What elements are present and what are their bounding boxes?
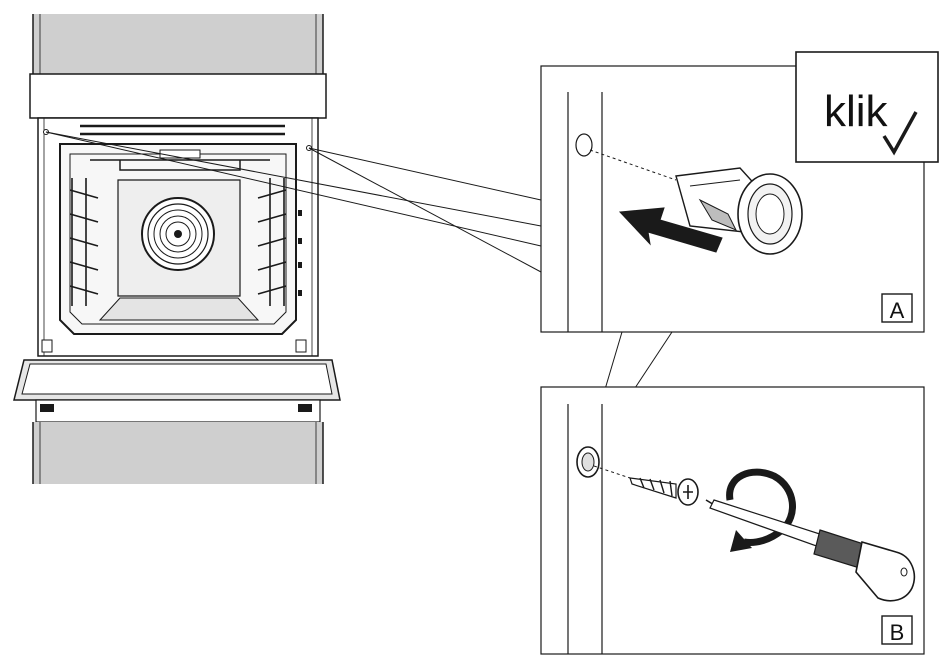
push-arrow-icon bbox=[618, 207, 723, 253]
upper-cabinet bbox=[32, 14, 324, 74]
klik-callout: klik bbox=[795, 51, 939, 163]
rotate-arrow-icon bbox=[726, 468, 796, 552]
screwdriver-icon bbox=[705, 499, 916, 602]
mounting-hole-icon bbox=[575, 133, 593, 157]
oven-illustration bbox=[13, 14, 341, 484]
screw-icon bbox=[629, 477, 699, 506]
oven-door bbox=[13, 339, 341, 401]
panel-b: B bbox=[540, 386, 925, 655]
step-a-label: A bbox=[890, 298, 905, 323]
leader-lines bbox=[45, 131, 542, 273]
check-icon bbox=[882, 111, 918, 156]
rack-right bbox=[257, 178, 287, 306]
side-latches bbox=[298, 210, 302, 296]
panel-a: klik A bbox=[540, 51, 939, 333]
klik-text: klik bbox=[824, 87, 889, 136]
fan-icon bbox=[141, 197, 215, 271]
lower-cabinet bbox=[32, 422, 324, 484]
oven-cavity bbox=[59, 143, 297, 335]
lower-drawer bbox=[35, 399, 321, 423]
rack-left bbox=[69, 178, 99, 306]
wall-plug-icon bbox=[675, 167, 803, 255]
step-b-label: B bbox=[890, 620, 905, 645]
installed-plug-icon bbox=[576, 446, 600, 478]
oven-top-panel bbox=[29, 73, 327, 119]
